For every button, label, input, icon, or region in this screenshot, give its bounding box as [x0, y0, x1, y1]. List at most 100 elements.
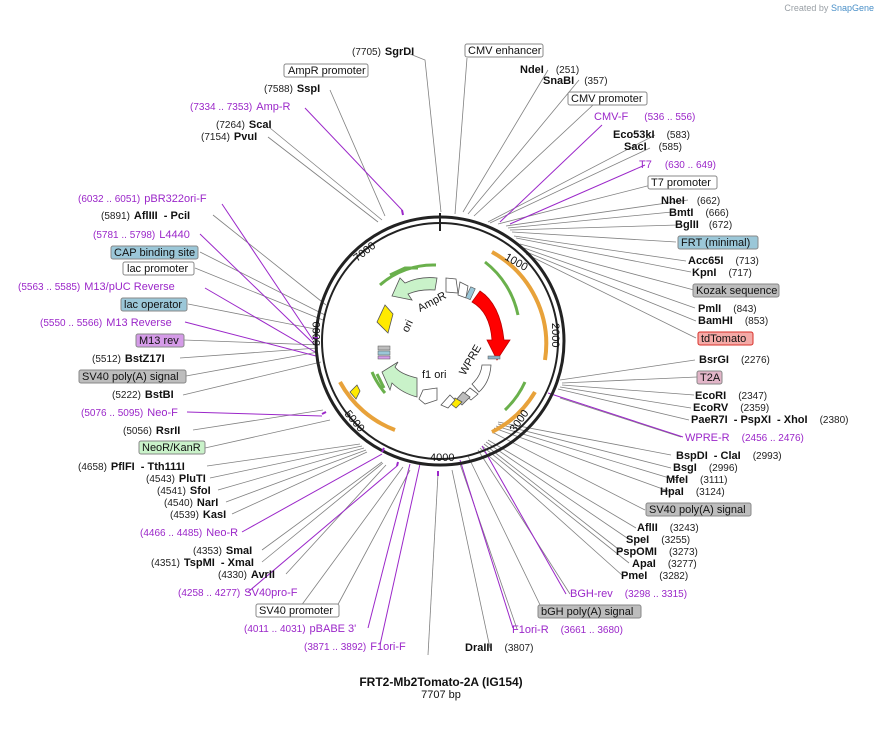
label-avrii: (4330)AvrII: [218, 569, 275, 581]
label-bglii: BglII(672): [675, 219, 732, 231]
label-neo-r: (4466 .. 4485)Neo-R: [140, 527, 238, 539]
tick-4000: 4000: [430, 452, 454, 464]
label-draiii: DraIII(3807): [465, 642, 533, 654]
label-nari: (4540)NarI: [164, 497, 218, 509]
label-f1ori-f: (3871 .. 3892)F1ori-F: [304, 641, 406, 653]
feature-box-frt: [677, 235, 759, 250]
label-snabi: SnaBI(357): [543, 75, 608, 87]
neor-arrow: [381, 361, 418, 398]
tdtomato-arrow: [471, 290, 511, 361]
label-neor-kanr: NeoR/KanR: [142, 442, 201, 454]
ampr-arrow: [391, 277, 438, 301]
label-smai: (4353)SmaI: [193, 545, 252, 557]
label-sv40-promoter: SV40 promoter: [259, 605, 333, 617]
label-pluti: (4543)PluTI: [146, 473, 206, 485]
plasmid-name: FRT2-Mb2Tomato-2A (IG154): [359, 675, 522, 689]
label-pmei: PmeI(3282): [621, 570, 688, 582]
inner-features: [349, 266, 511, 409]
purple-ring-marks: [313, 209, 439, 476]
label-lac-promoter: lac promoter: [127, 263, 188, 275]
map-title: FRT2-Mb2Tomato-2A (IG154) 7707 bp: [359, 675, 522, 701]
feature-box-m13-rev: [135, 333, 185, 348]
leader-lines: [179, 53, 698, 656]
feature-box-bgh-polya: [537, 604, 642, 619]
label-lac-operator: lac operator: [124, 299, 182, 311]
label-pmli: PmlI(843): [698, 303, 757, 315]
label-acc65i: Acc65I(713): [688, 255, 759, 267]
label-bsgi: BsgI(2996): [673, 462, 738, 474]
label-frt-minimal: FRT (minimal): [681, 237, 750, 249]
feature-box-t7-promoter: [647, 175, 718, 190]
inner-labels: AmpR ori f1 ori WPRE: [400, 290, 484, 381]
label-m13-puc-reverse: (5563 .. 5585)M13/pUC Reverse: [18, 281, 175, 293]
feature-box-lac-operator: [120, 297, 188, 312]
label-bspdi-clai: BspDI- ClaI(2993): [676, 450, 782, 462]
label-kasi: (4539)KasI: [170, 509, 226, 521]
label-pbabe3: (4011 .. 4031)pBABE 3': [244, 623, 356, 635]
label-bamhi: BamHI(853): [698, 315, 768, 327]
primer-lines: [184, 107, 684, 646]
label-spei: SpeI(3255): [626, 534, 690, 546]
label-l4440: (5781 .. 5798)L4440: [93, 229, 190, 241]
tick-6000: 6000: [311, 322, 323, 346]
label-tspmi-xmai: (4351)TspMI- XmaI: [151, 557, 254, 569]
label-paer7i-pspxi-xhoi: PaeR7I- PspXI- XhoI(2380): [691, 414, 849, 426]
label-sspi: (7588)SspI: [264, 83, 320, 95]
feature-box-ampr-promoter: [283, 63, 369, 78]
ampr-arc-green: [379, 263, 437, 287]
label-m13-reverse: (5550 .. 5566)M13 Reverse: [40, 317, 172, 329]
label-sfoi: (4541)SfoI: [157, 485, 211, 497]
feature-box-sv40-polya-right: [645, 502, 752, 517]
label-ndei: NdeI(251): [520, 64, 579, 76]
feature-box-t2a: [696, 370, 723, 385]
label-rsrii: (5056)RsrII: [123, 425, 180, 437]
tick-2000: 2000: [549, 323, 561, 347]
label-mfei: MfeI(3111): [666, 474, 727, 486]
labels-left: (7705)SgrDI AmpR promoter (7588)SspI (73…: [18, 46, 414, 653]
green-right: [484, 260, 520, 316]
label-ori-inner: ori: [400, 318, 416, 334]
label-t7-promoter: T7 promoter: [651, 177, 711, 189]
label-cap-binding-site: CAP binding site: [114, 247, 195, 259]
tick-3000: 3000: [508, 408, 532, 435]
feature-box-cmv-promoter: [567, 91, 648, 106]
label-bmti: BmtI(666): [669, 207, 729, 219]
label-ecori: EcoRI(2347): [695, 390, 767, 402]
label-sv40pro-f: (4258 .. 4277)SV40pro-F: [178, 587, 298, 599]
label-bgh-polya: bGH poly(A) signal: [541, 606, 633, 618]
green-left: [370, 371, 387, 394]
tdtomato-arc: [491, 250, 549, 361]
plasmid-size: 7707 bp: [421, 689, 461, 701]
label-eco53ki: Eco53kI(583): [613, 129, 690, 141]
label-cmv-enhancer: CMV enhancer: [468, 45, 542, 57]
label-ecorv: EcoRV(2359): [693, 402, 769, 414]
label-f1ori-inner: f1 ori: [422, 369, 446, 381]
label-wpre-r: WPRE-R(2456 .. 2476): [685, 432, 804, 444]
snapgene-credit: Created by SnapGene: [784, 3, 874, 13]
label-pspomi: PspOMI(3273): [616, 546, 698, 558]
label-saci: SacI(585): [624, 141, 682, 153]
snapgene-brand: SnapGene: [830, 3, 874, 13]
label-apai: ApaI(3277): [632, 558, 697, 570]
labels-right: CMV enhancer NdeI(251) SnaBI(357) CMV pr…: [464, 43, 849, 654]
label-scai: (7264)ScaI: [216, 119, 272, 131]
label-ampr-inner: AmpR: [416, 290, 449, 315]
sv40-arc: [491, 390, 537, 434]
label-bsrgi: BsrGI(2276): [699, 354, 770, 366]
label-t2a: T2A: [700, 372, 721, 384]
label-amp-r-primer: (7334 .. 7353)Amp-R: [190, 101, 291, 113]
label-hpai: HpaI(3124): [660, 486, 725, 498]
ring-features: [338, 250, 549, 434]
label-afliii-pcii: (5891)AflIII- PciI: [101, 210, 190, 222]
label-cmv-f: CMV-F(536 .. 556): [594, 111, 695, 123]
feature-box-lac-promoter: [122, 261, 195, 276]
ori-arrow: [376, 304, 394, 334]
feature-box-cmv-enhancer: [464, 43, 544, 58]
feature-box-sv40-promoter: [255, 603, 340, 618]
neo-arc: [338, 381, 396, 432]
label-m13-rev: M13 rev: [139, 335, 179, 347]
label-pvui: (7154)PvuI: [201, 131, 257, 143]
label-sv40-polya-left: SV40 poly(A) signal: [82, 371, 179, 383]
label-sv40-polya-right: SV40 poly(A) signal: [649, 504, 746, 516]
